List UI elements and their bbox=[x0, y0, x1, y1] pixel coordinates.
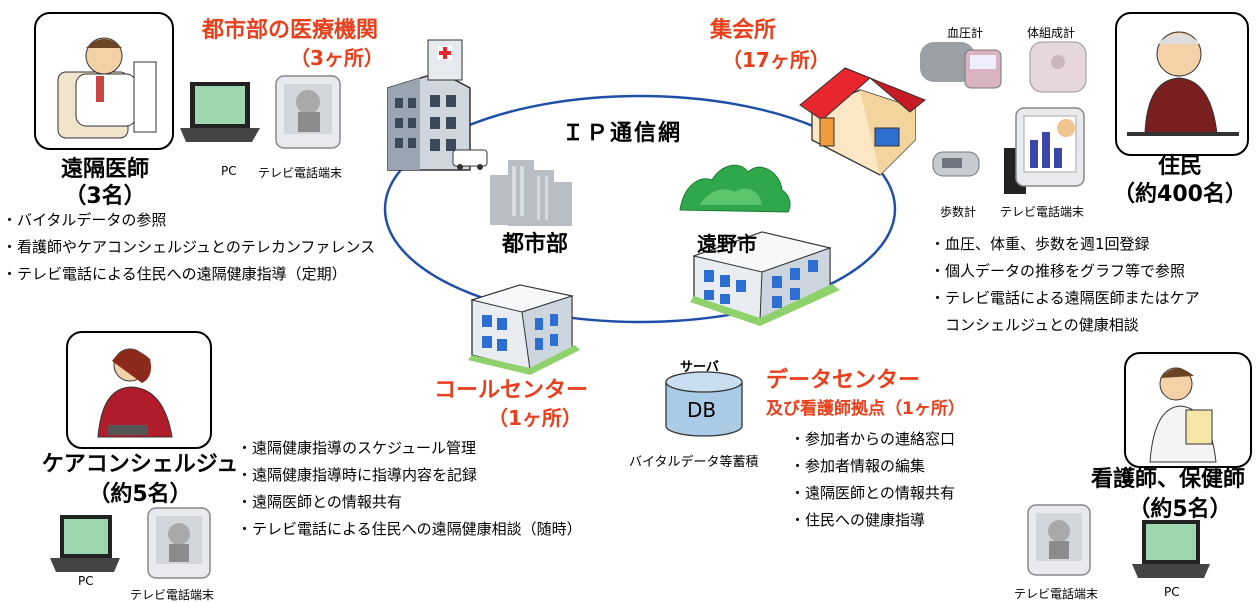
ip-network-label: ＩＰ通信網 bbox=[562, 121, 683, 146]
concierge-duty: 遠隔医師との情報共有 bbox=[237, 489, 582, 516]
concierge-figure-icon bbox=[97, 348, 173, 438]
doctor-pc-label: PC bbox=[221, 164, 237, 178]
area-label-tono: 遠野市 bbox=[697, 232, 757, 256]
nurse-count: （約5名） bbox=[1128, 497, 1232, 522]
nurse-name: 看護師、保健師 bbox=[1090, 467, 1245, 492]
hospital-icon bbox=[387, 39, 488, 171]
call-center-count: （1ヶ所） bbox=[488, 406, 582, 430]
doctor-portrait bbox=[34, 12, 174, 150]
nurse-duty: 参加者情報の編集 bbox=[790, 453, 955, 480]
ip-network-ring bbox=[383, 94, 897, 324]
body-scale-label: 体組成計 bbox=[1027, 26, 1076, 40]
nurse-duty: 住民への健康指導 bbox=[790, 507, 955, 534]
server-label: サーバ bbox=[680, 360, 719, 375]
concierge-pc-label: PC bbox=[78, 574, 94, 588]
database-cylinder-icon bbox=[665, 371, 743, 437]
call-center-building-icon bbox=[468, 284, 580, 375]
resident-duty-continued: コンシェルジュとの健康相談 bbox=[945, 316, 1139, 334]
doctor-duties: バイタルデータの参照 看護師やケアコンシェルジュとのテレカンファレンス テレビ電… bbox=[2, 207, 375, 288]
resident-videophone-icon bbox=[1004, 107, 1085, 194]
nurse-pc-label: PC bbox=[1164, 585, 1180, 599]
nurse-duty: 遠隔医師との情報共有 bbox=[790, 480, 955, 507]
pedometer-label: 歩数計 bbox=[940, 205, 977, 219]
resident-name: 住民 bbox=[1157, 154, 1202, 179]
concierge-count: （約5名） bbox=[88, 482, 192, 507]
resident-figure-icon bbox=[1127, 31, 1239, 136]
doctor-figure-icon bbox=[57, 37, 157, 139]
hall-count: （17ヶ所） bbox=[722, 48, 830, 72]
forest-mountain-icon bbox=[679, 164, 791, 213]
doctor-videophone-icon bbox=[275, 75, 341, 149]
data-center-subtitle: 及び看護師拠点（1ヶ所） bbox=[766, 399, 965, 419]
city-skyline-icon bbox=[490, 160, 572, 226]
hall-title: 集会所 bbox=[710, 18, 777, 43]
concierge-name: ケアコンシェルジュ bbox=[41, 452, 239, 477]
db-label: DB bbox=[687, 398, 717, 422]
resident-count: （約400名） bbox=[1113, 182, 1247, 207]
call-center-title: コールセンター bbox=[434, 378, 589, 403]
meeting-hall-house-icon bbox=[799, 67, 926, 176]
concierge-pc-icon bbox=[50, 515, 120, 572]
bp-monitor-label: 血圧計 bbox=[947, 26, 984, 40]
nurse-portrait bbox=[1124, 352, 1252, 468]
concierge-duties: 遠隔健康指導のスケジュール管理 遠隔健康指導時に指導内容を記録 遠隔医師との情報… bbox=[237, 435, 582, 543]
doctor-duty: バイタルデータの参照 bbox=[2, 207, 375, 234]
body-composition-scale-icon bbox=[1029, 41, 1087, 93]
doctor-duty: テレビ電話による住民への遠隔健康指導（定期） bbox=[2, 261, 375, 288]
doctor-tv-label: テレビ電話端末 bbox=[258, 166, 343, 180]
hospital-title: 都市部の医療機関 bbox=[202, 18, 379, 43]
nurse-tv-label: テレビ電話端末 bbox=[1014, 587, 1099, 601]
resident-duties: 血圧、体重、歩数を週1回登録 個人データの推移をグラフ等で参照 テレビ電話による… bbox=[930, 231, 1200, 312]
doctor-count: （3名） bbox=[64, 184, 146, 209]
hospital-count: （3ヶ所） bbox=[290, 46, 384, 70]
area-label-city: 都市部 bbox=[502, 232, 569, 257]
resident-duty: 個人データの推移をグラフ等で参照 bbox=[930, 258, 1200, 285]
resident-tv-label: テレビ電話端末 bbox=[1000, 205, 1085, 219]
server-caption: バイタルデータ等蓄積 bbox=[629, 455, 759, 470]
data-center-title: データセンター bbox=[766, 368, 921, 393]
concierge-videophone-icon bbox=[147, 507, 211, 579]
concierge-tv-label: テレビ電話端末 bbox=[130, 588, 215, 602]
concierge-duty: テレビ電話による住民への遠隔健康相談（随時） bbox=[237, 516, 582, 543]
nurse-duty: 参加者からの連絡窓口 bbox=[790, 426, 955, 453]
pedometer-icon bbox=[932, 151, 980, 177]
nurse-pc-icon bbox=[1132, 520, 1210, 578]
nurse-videophone-icon bbox=[1027, 504, 1091, 576]
resident-duty: 血圧、体重、歩数を週1回登録 bbox=[930, 231, 1200, 258]
resident-duty: テレビ電話による遠隔医師またはケア bbox=[930, 285, 1200, 312]
doctor-name: 遠隔医師 bbox=[60, 157, 149, 182]
concierge-duty: 遠隔健康指導時に指導内容を記録 bbox=[237, 462, 582, 489]
doctor-pc-icon bbox=[180, 82, 260, 142]
blood-pressure-monitor-icon bbox=[920, 42, 1002, 89]
nurse-duties: 参加者からの連絡窓口 参加者情報の編集 遠隔医師との情報共有 住民への健康指導 bbox=[790, 426, 955, 534]
concierge-portrait bbox=[66, 331, 212, 449]
resident-portrait bbox=[1115, 12, 1249, 156]
concierge-duty: 遠隔健康指導のスケジュール管理 bbox=[237, 435, 582, 462]
nurse-figure-icon bbox=[1149, 367, 1217, 463]
data-center-building-icon bbox=[690, 231, 840, 326]
doctor-duty: 看護師やケアコンシェルジュとのテレカンファレンス bbox=[2, 234, 375, 261]
